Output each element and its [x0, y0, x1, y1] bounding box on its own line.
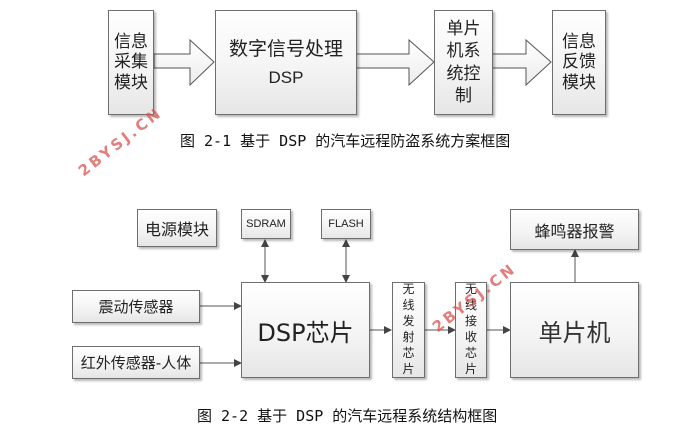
- box-line: 模块: [562, 72, 596, 93]
- box-char: 线: [402, 298, 415, 312]
- vibration-sensor-box: 震动传感器: [72, 290, 200, 323]
- box-line: 单片: [446, 19, 481, 40]
- box-char: 芯: [402, 346, 415, 360]
- box-line: 制: [455, 85, 472, 106]
- dsp-process-box: 数字信号处理 DSP: [215, 10, 357, 115]
- box-line: 采集: [114, 52, 148, 73]
- block-arrow-3: [491, 38, 552, 87]
- block-arrow-2: [355, 38, 435, 87]
- box-line: 信息: [562, 31, 596, 52]
- box-line: DSP: [268, 68, 304, 88]
- box-char: 线: [464, 298, 477, 312]
- box-line: 信息: [114, 31, 148, 52]
- figure-2-caption: 图 2-2 基于 DSP 的汽车远程系统结构框图: [197, 407, 498, 425]
- mcu-box: 单片机: [510, 282, 639, 378]
- info-collect-module-box: 信息 采集 模块: [108, 10, 154, 115]
- box-char: 接: [464, 314, 477, 328]
- sdram-box: SDRAM: [241, 209, 291, 239]
- block-arrow-1: [153, 38, 215, 87]
- info-feedback-module-box: 信息 反馈 模块: [552, 10, 606, 115]
- box-char: 无: [402, 282, 415, 296]
- box-char: 芯: [464, 346, 477, 360]
- box-line: 统控: [446, 63, 481, 84]
- power-module-box: 电源模块: [137, 209, 217, 247]
- flash-box: FLASH: [321, 209, 371, 239]
- buzzer-alarm-box: 蜂鸣器报警: [510, 209, 639, 250]
- box-char: 发: [402, 314, 415, 328]
- wireless-rx-chip-box: 无 线 接 收 芯 片: [455, 282, 487, 378]
- dsp-chip-box: DSP芯片: [241, 282, 370, 378]
- box-char: 无: [464, 282, 477, 296]
- box-line: 数字信号处理: [228, 37, 343, 60]
- box-char: 收: [464, 330, 477, 344]
- figure-1-caption: 图 2-1 基于 DSP 的汽车远程防盗系统方案框图: [180, 132, 511, 150]
- box-line: 机系: [446, 41, 481, 62]
- box-char: 片: [464, 362, 477, 376]
- box-line: 反馈: [562, 52, 596, 73]
- wireless-tx-chip-box: 无 线 发 射 芯 片: [392, 282, 425, 378]
- infrared-sensor-box: 红外传感器-人体: [72, 346, 200, 379]
- box-line: 模块: [114, 72, 148, 93]
- mcu-control-box: 单片 机系 统控 制: [434, 10, 493, 115]
- box-char: 射: [402, 330, 415, 344]
- box-char: 片: [402, 362, 415, 376]
